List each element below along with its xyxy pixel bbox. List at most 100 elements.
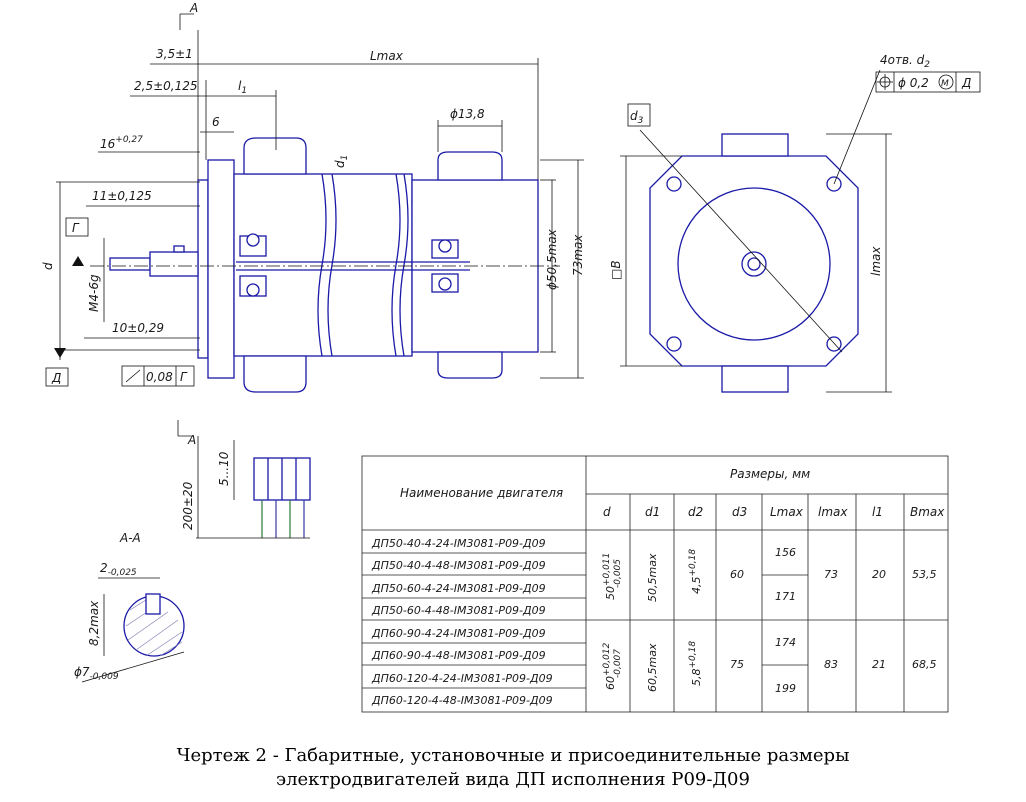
- view-a-top-label: A: [189, 1, 198, 15]
- rear-bottom-lug: [437, 351, 503, 379]
- g1-lmax-2: 171: [775, 590, 796, 603]
- table-col-lmax-upper: Lmax: [770, 505, 804, 519]
- mount-hole: [826, 176, 842, 192]
- table-col-d2: d2: [688, 505, 703, 519]
- flatness-ref: Г: [180, 370, 188, 384]
- g2-lmax-short: 83: [824, 658, 838, 671]
- table-row-name: ДП60-90-4-24-IM3081-Р09-Д09: [371, 627, 546, 640]
- section-a-a: A-A 2-0,025 8,2max ϕ7-0,009: [74, 531, 185, 683]
- table-col-d1: d1: [645, 505, 660, 519]
- caption-line-2: электродвигателей вида ДП исполнения Р09…: [276, 769, 750, 790]
- dim-m4: M4-6g: [87, 274, 101, 312]
- table-row-name: ДП60-120-4-48-IM3081-Р09-Д09: [371, 694, 553, 707]
- g1-l1: 20: [872, 568, 886, 581]
- front-top-lug: [721, 133, 789, 157]
- front-housing: [233, 173, 413, 357]
- table-row-name: ДП60-90-4-48-IM3081-Р09-Д09: [371, 649, 546, 662]
- front-bottom-lug: [721, 365, 789, 393]
- dim-l1: l1: [238, 79, 247, 96]
- datum-g-box: [65, 217, 89, 237]
- datum-d-box: [45, 367, 69, 387]
- g2-lmax-2: 199: [775, 682, 796, 695]
- dim-key-height: 8,2max: [87, 600, 101, 646]
- table-col-lmax: lmax: [818, 505, 848, 519]
- dim-phi50-5: ϕ50,5max: [545, 228, 559, 290]
- g1-d1: 50,5max: [646, 553, 659, 602]
- caption-line-1: Чертеж 2 - Габаритные, установочные и пр…: [176, 745, 850, 766]
- front-view: d3 □B lmax 4отв. d2 ϕ 0,2 M Д: [609, 53, 981, 393]
- dim-lmax-right: lmax: [869, 246, 883, 276]
- section-label: A-A: [119, 531, 141, 545]
- view-a-lower-label: A: [187, 433, 196, 447]
- position-tolerance-m: M: [941, 79, 949, 89]
- figure-caption: Чертеж 2 - Габаритные, установочные и пр…: [0, 744, 1026, 792]
- table-col-d: d: [603, 505, 611, 519]
- mount-hole: [826, 336, 842, 352]
- holes-callout: 4отв. d2: [880, 53, 930, 70]
- datum-g-label: Г: [72, 221, 80, 235]
- rear-top-lug: [437, 151, 503, 181]
- position-tolerance-frame: [875, 71, 981, 93]
- g1-d: 50+0,011: [602, 553, 617, 600]
- dim-6: 6: [212, 115, 220, 129]
- dim-73max: 73max: [571, 234, 585, 276]
- g2-bmax: 68,5: [912, 658, 937, 671]
- table-row-name: ДП60-120-4-24-IM3081-Р09-Д09: [371, 672, 553, 685]
- flange-plate: [197, 179, 209, 359]
- g2-l1: 21: [872, 658, 886, 671]
- front-boss-circle: [677, 187, 831, 341]
- dim-2-5: 2,5±0,125: [134, 79, 198, 93]
- table-row-name: ДП50-40-4-48-IM3081-Р09-Д09: [371, 559, 546, 572]
- position-tolerance-ref: Д: [961, 76, 971, 90]
- flange-body: [207, 159, 235, 379]
- g1-bmax: 53,5: [912, 568, 937, 581]
- g2-d3: 75: [730, 658, 744, 671]
- g1-d2: 4,5+0,18: [688, 549, 703, 594]
- g2-d-tol-lo: -0,007: [613, 649, 623, 678]
- table-header-group: Размеры, мм: [730, 467, 810, 481]
- mount-hole: [666, 176, 682, 192]
- dim-10: 10±0,29: [112, 321, 164, 335]
- table-col-l1: l1: [872, 505, 883, 519]
- table-row-name: ДП50-60-4-48-IM3081-Р09-Д09: [371, 604, 546, 617]
- table-header-name: Наименование двигателя: [400, 486, 563, 500]
- dim-16: 16+0,27: [100, 135, 143, 151]
- wires-view: A 200±20 5...10: [177, 420, 311, 539]
- output-shaft-thread: [109, 257, 151, 271]
- position-tolerance-value: ϕ 0,2: [898, 76, 929, 90]
- table-row-name: ДП50-60-4-24-IM3081-Р09-Д09: [371, 582, 546, 595]
- dim-11: 11±0,125: [92, 189, 152, 203]
- table-row-name: ДП50-40-4-24-IM3081-Р09-Д09: [371, 537, 546, 550]
- mount-hole: [666, 336, 682, 352]
- dim-phi13-8: ϕ13,8: [450, 107, 485, 121]
- table-col-bmax: Bmax: [910, 505, 945, 519]
- front-top-lug: [243, 137, 307, 175]
- g1-lmax-1: 156: [775, 546, 796, 559]
- dim-3-5: 3,5±1: [156, 47, 193, 61]
- key-slot: [145, 593, 161, 615]
- flatness-frame: [121, 365, 195, 387]
- g2-d1: 60,5max: [646, 643, 659, 692]
- dimensions-table: Наименование двигателя Размеры, мм d d1 …: [361, 455, 949, 713]
- dim-key-width: 2-0,025: [100, 561, 137, 578]
- dim-wires-length: 200±20: [181, 481, 195, 530]
- table-col-d3: d3: [732, 505, 747, 519]
- g2-lmax-1: 174: [775, 636, 796, 649]
- g1-lmax-short: 73: [824, 568, 838, 581]
- dim-d: d: [41, 262, 55, 270]
- dim-d1: d1: [333, 155, 350, 168]
- dim-wires-strip: 5...10: [217, 451, 231, 486]
- flatness-value: 0,08: [146, 370, 173, 384]
- dim-lmax-top: Lmax: [370, 49, 404, 63]
- datum-d-label: Д: [51, 371, 61, 385]
- g2-d2: 5,8+0,18: [688, 641, 703, 686]
- front-bottom-lug: [243, 355, 307, 393]
- g1-d3: 60: [730, 568, 744, 581]
- output-shaft: [149, 251, 199, 277]
- side-view: A: [41, 1, 585, 393]
- dim-d3: d3: [630, 109, 644, 126]
- g1-d-tol-lo: -0,005: [613, 559, 623, 588]
- shaft-key: [173, 245, 185, 253]
- g2-d: 60+0,012: [602, 642, 617, 690]
